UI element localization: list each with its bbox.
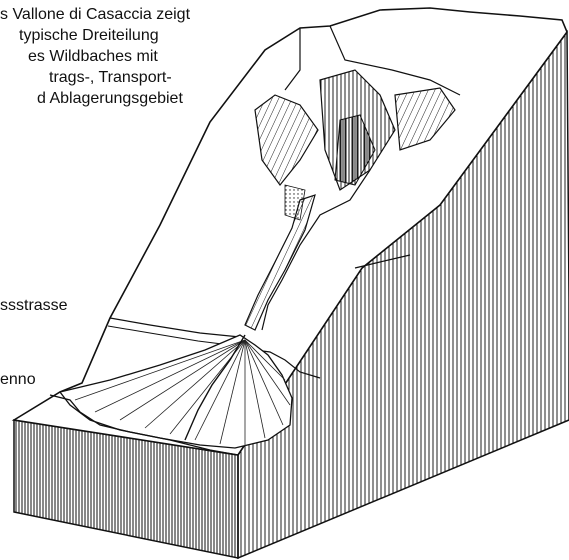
block-diagram	[0, 0, 569, 560]
diagram-stage: s Vallone di Casaccia zeigt typische Dre…	[0, 0, 569, 560]
